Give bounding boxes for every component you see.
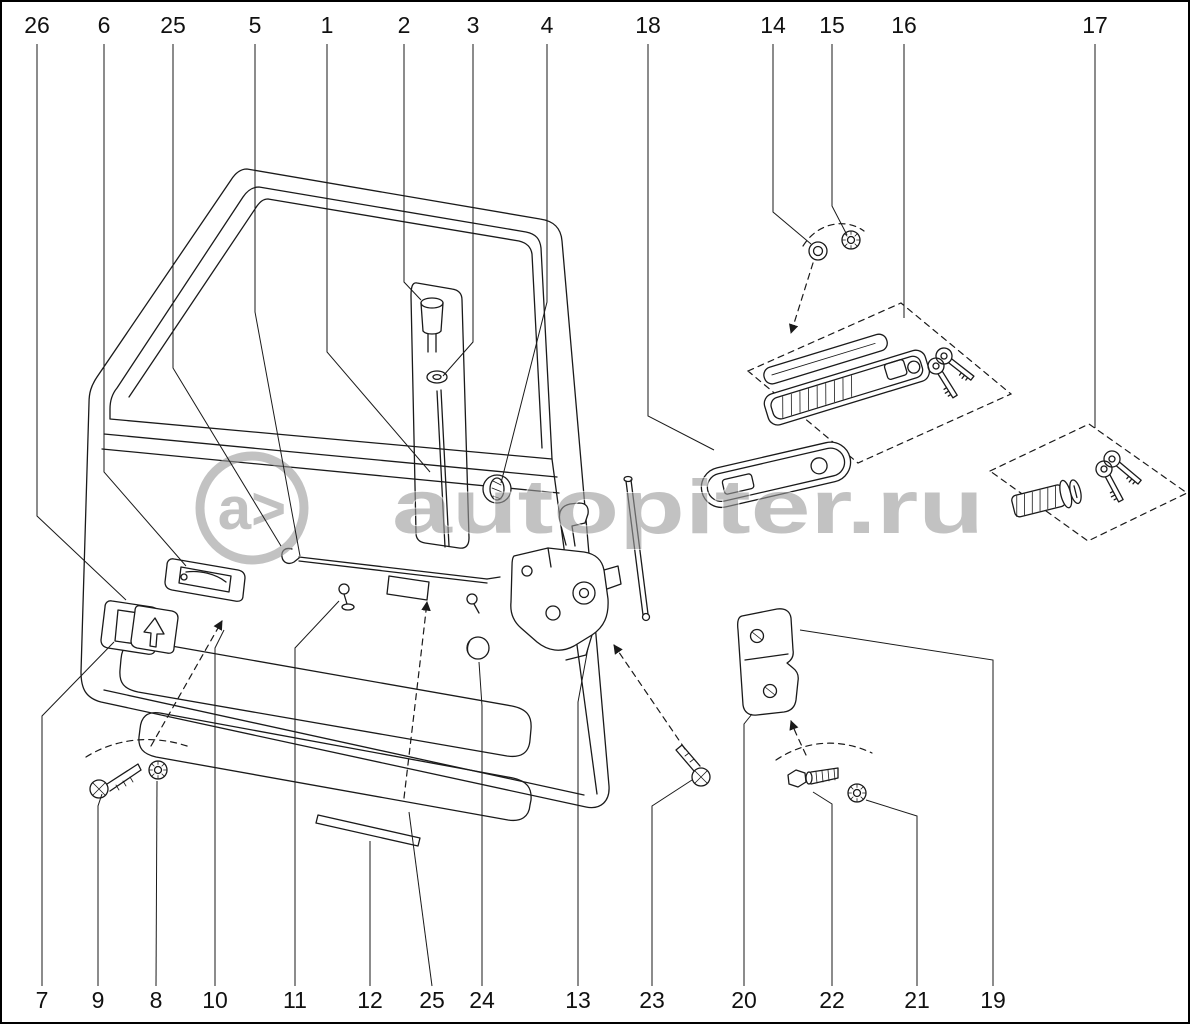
assembly-arrow xyxy=(150,620,223,747)
callout-leader xyxy=(500,44,548,484)
callout-leader xyxy=(799,629,994,986)
callout-label: 24 xyxy=(469,987,495,1013)
callout-leader xyxy=(408,811,433,987)
callout-leader xyxy=(403,44,422,301)
callout-leader xyxy=(41,641,115,986)
callout-label: 9 xyxy=(92,987,105,1013)
rod-clip-drawing xyxy=(338,583,355,611)
watermark-logo: a> xyxy=(218,475,286,542)
outer-handle-drawing xyxy=(746,302,1013,464)
callout-label: 14 xyxy=(760,12,786,38)
rotation-arc xyxy=(85,739,191,758)
star-washer-drawing xyxy=(847,783,867,803)
callout-leader xyxy=(103,44,187,567)
lock-cylinder-drawing xyxy=(988,423,1189,542)
door-outline-drawing xyxy=(80,168,610,822)
callout-leader xyxy=(865,799,918,986)
assembly-arrow xyxy=(403,601,431,799)
callout-label: 25 xyxy=(160,12,186,38)
callout-label: 3 xyxy=(467,12,480,38)
handle-gasket-drawing xyxy=(700,441,852,509)
callout-label: 17 xyxy=(1082,12,1108,38)
watermark-text: autopiter.ru xyxy=(392,465,984,550)
callout-label: 15 xyxy=(819,12,845,38)
callout-label: 16 xyxy=(891,12,917,38)
watermark: a> autopiter.ru xyxy=(195,451,985,565)
callout-label: 23 xyxy=(639,987,665,1013)
key-icon xyxy=(932,344,978,386)
callout-label: 12 xyxy=(357,987,383,1013)
callout-leader xyxy=(772,44,812,245)
lock-rod-drawing xyxy=(281,547,501,584)
callout-label: 25 xyxy=(419,987,445,1013)
lock-screw-drawing xyxy=(675,744,711,787)
door-lock-drawing xyxy=(510,502,622,661)
callout-leader xyxy=(651,779,693,986)
callout-leader xyxy=(155,780,158,987)
callout-label: 4 xyxy=(541,12,554,38)
sill-strip-drawing xyxy=(315,814,421,847)
callout-leader xyxy=(577,647,589,986)
callout-leader xyxy=(36,44,127,601)
callout-label: 1 xyxy=(321,12,334,38)
callout-label: 20 xyxy=(731,987,757,1013)
arrow-plate-drawing xyxy=(130,605,179,654)
lock-knob-drawing xyxy=(466,636,490,660)
bolt-drawing xyxy=(787,767,839,788)
lock-washer-drawing xyxy=(148,760,168,780)
nut-drawing xyxy=(808,241,828,261)
callout-leader xyxy=(326,44,431,473)
assembly-arrow xyxy=(789,262,814,334)
watermark-logo-ring xyxy=(195,451,309,565)
callout-label: 22 xyxy=(819,987,845,1013)
callout-label: 2 xyxy=(398,12,411,38)
callout-leader xyxy=(831,44,848,236)
callout-label: 13 xyxy=(565,987,591,1013)
rotation-arc xyxy=(775,742,873,761)
up-arrow-icon xyxy=(143,617,165,648)
star-washer2-drawing xyxy=(841,230,861,250)
callout-leader xyxy=(743,713,753,986)
handle-keyhole xyxy=(907,360,921,374)
callout-leader xyxy=(647,44,715,451)
assembly-arrow xyxy=(789,720,807,756)
callout-leader xyxy=(294,600,340,986)
callout-label: 21 xyxy=(904,987,930,1013)
callout-leader xyxy=(214,629,225,986)
washer-drawing xyxy=(426,370,448,384)
callout-leader xyxy=(254,44,301,557)
lock-button-drawing xyxy=(420,297,444,353)
callout-label: 6 xyxy=(98,12,111,38)
callout-leader xyxy=(442,44,474,377)
screw-drawing xyxy=(89,763,142,799)
callout-label: 11 xyxy=(283,987,307,1013)
lock-link-rod-drawing xyxy=(623,475,651,622)
callout-label: 8 xyxy=(150,987,163,1013)
callout-leader xyxy=(97,793,103,986)
callout-label: 7 xyxy=(36,987,49,1013)
callout-label: 10 xyxy=(202,987,228,1013)
callout-leader xyxy=(478,661,483,986)
rod-clip2-drawing xyxy=(466,593,480,614)
grommet-drawing xyxy=(482,474,512,504)
striker-drawing xyxy=(736,608,799,716)
assembly-arrow xyxy=(613,644,686,750)
interior-handle-drawing xyxy=(164,558,246,602)
rod-guide-plate-drawing xyxy=(386,575,430,601)
callout-leader xyxy=(812,791,833,986)
callout-label: 19 xyxy=(980,987,1006,1013)
callout-label: 26 xyxy=(24,12,50,38)
callout-leader xyxy=(172,44,282,547)
callout-label: 18 xyxy=(635,12,661,38)
button-rod-drawing xyxy=(436,389,450,548)
callout-label: 5 xyxy=(249,12,262,38)
handle-button xyxy=(883,359,908,380)
rotation-arc xyxy=(802,223,865,247)
